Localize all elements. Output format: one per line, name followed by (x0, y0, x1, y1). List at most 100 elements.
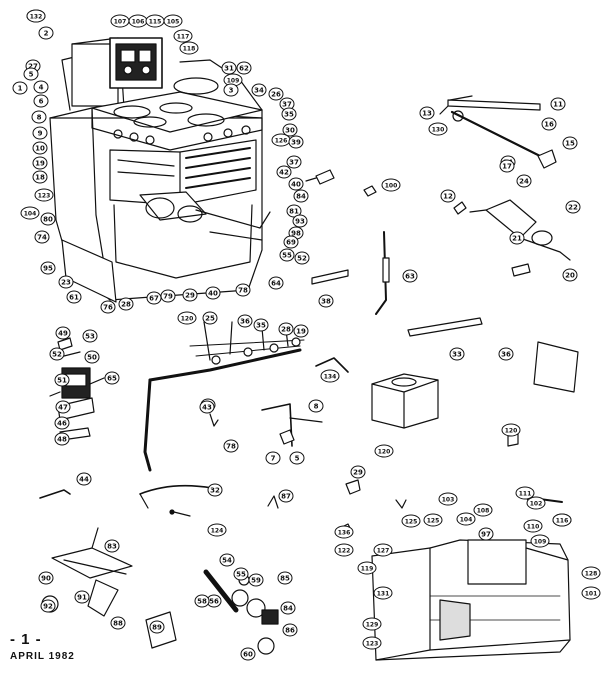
callout-label: 40 (208, 290, 218, 298)
callout-label: 120 (378, 449, 391, 456)
callout-122: 122 (334, 543, 354, 557)
callout-label: 42 (279, 169, 289, 177)
callout-28: 28 (118, 297, 134, 311)
callout-102: 102 (526, 496, 546, 510)
callout-label: 109 (227, 78, 240, 85)
callout-label: 130 (432, 127, 445, 134)
callout-label: 95 (43, 265, 53, 273)
callout-26: 26 (268, 87, 284, 101)
callout-44: 44 (76, 472, 92, 486)
callout-90: 90 (38, 571, 54, 585)
callout-label: 125 (405, 519, 418, 526)
callout-label: 92 (43, 603, 53, 611)
callout-6: 6 (33, 94, 49, 108)
callout-label: 88 (113, 620, 123, 628)
callout-label: 1 (18, 85, 23, 93)
callout-label: 74 (37, 234, 47, 242)
callout-109: 109 (223, 73, 243, 87)
callout-120: 120 (177, 311, 197, 325)
callout-label: 64 (271, 280, 281, 288)
callout-25: 25 (202, 311, 218, 325)
callout-15: 15 (562, 136, 578, 150)
callout-label: 87 (281, 493, 291, 501)
callout-label: 43 (202, 404, 212, 412)
callout-109: 109 (530, 534, 550, 548)
callout-label: 29 (185, 292, 195, 300)
callout-105: 105 (163, 14, 183, 28)
callout-28: 28 (278, 322, 294, 336)
callout-51: 51 (54, 373, 70, 387)
callout-label: 132 (30, 14, 43, 21)
callout-23: 23 (58, 275, 74, 289)
callout-86: 86 (282, 623, 298, 637)
callout-35: 35 (281, 107, 297, 121)
callout-label: 55 (236, 571, 246, 579)
callout-18: 18 (32, 170, 48, 184)
callout-131: 131 (373, 586, 393, 600)
callout-label: 37 (282, 101, 292, 109)
small-bracket-100 (363, 185, 377, 197)
callout-11: 11 (550, 97, 566, 111)
callout-label: 122 (338, 548, 351, 555)
callout-label: 12 (443, 193, 453, 201)
callout-79: 79 (160, 289, 176, 303)
gas-manifold (143, 321, 305, 472)
valve-assembly (203, 569, 279, 655)
callout-1: 1 (12, 81, 28, 95)
callout-label: 104 (460, 517, 473, 524)
callout-label: 67 (149, 295, 159, 303)
broiler-burner (51, 527, 133, 617)
callout-label: 110 (527, 524, 540, 531)
callout-120: 120 (374, 444, 394, 458)
callout-label: 20 (565, 272, 575, 280)
callout-label: 136 (338, 530, 351, 537)
callout-32: 32 (207, 483, 223, 497)
callout-101: 101 (581, 586, 601, 600)
callout-label: 108 (477, 508, 490, 515)
wire-44 (39, 489, 71, 499)
callout-125: 125 (401, 514, 421, 528)
oven-rail-38 (311, 269, 349, 285)
callout-label: 63 (405, 273, 415, 281)
callout-label: 103 (442, 497, 455, 504)
callout-label: 38 (321, 298, 331, 306)
callout-label: 16 (544, 121, 554, 129)
callout-16: 16 (541, 117, 557, 131)
callout-label: 117 (177, 34, 190, 41)
harness-32 (139, 484, 213, 509)
callout-label: 126 (275, 138, 288, 145)
callout-label: 120 (181, 316, 194, 323)
callout-58: 58 (194, 594, 210, 608)
callout-118: 118 (179, 41, 199, 55)
callout-132: 132 (26, 9, 46, 23)
callout-label: 46 (57, 420, 67, 428)
upper-oven (109, 139, 257, 206)
callout-label: 84 (283, 605, 293, 613)
callout-93: 93 (292, 214, 308, 228)
callout-label: 129 (366, 622, 379, 629)
callout-label: 35 (256, 322, 266, 330)
callout-5: 5 (23, 67, 39, 81)
callout-108: 108 (473, 503, 493, 517)
callout-label: 86 (285, 627, 295, 635)
callout-label: 116 (556, 518, 569, 525)
callout-124: 124 (207, 523, 227, 537)
callout-88: 88 (110, 616, 126, 630)
callout-110: 110 (523, 519, 543, 533)
callout-label: 24 (519, 178, 529, 186)
callout-38: 38 (318, 294, 334, 308)
callout-label: 84 (296, 193, 306, 201)
callout-label: 17 (502, 163, 512, 171)
callout-label: 89 (152, 624, 162, 632)
callout-60: 60 (240, 647, 256, 661)
callout-74: 74 (34, 230, 50, 244)
callout-62: 62 (236, 61, 252, 75)
callout-123: 123 (362, 636, 382, 650)
callout-104: 104 (456, 512, 476, 526)
callout-label: 97 (481, 531, 491, 539)
callout-label: 49 (58, 330, 68, 338)
spark-124 (169, 509, 191, 517)
callout-label: 85 (280, 575, 290, 583)
callout-label: 111 (519, 491, 532, 498)
